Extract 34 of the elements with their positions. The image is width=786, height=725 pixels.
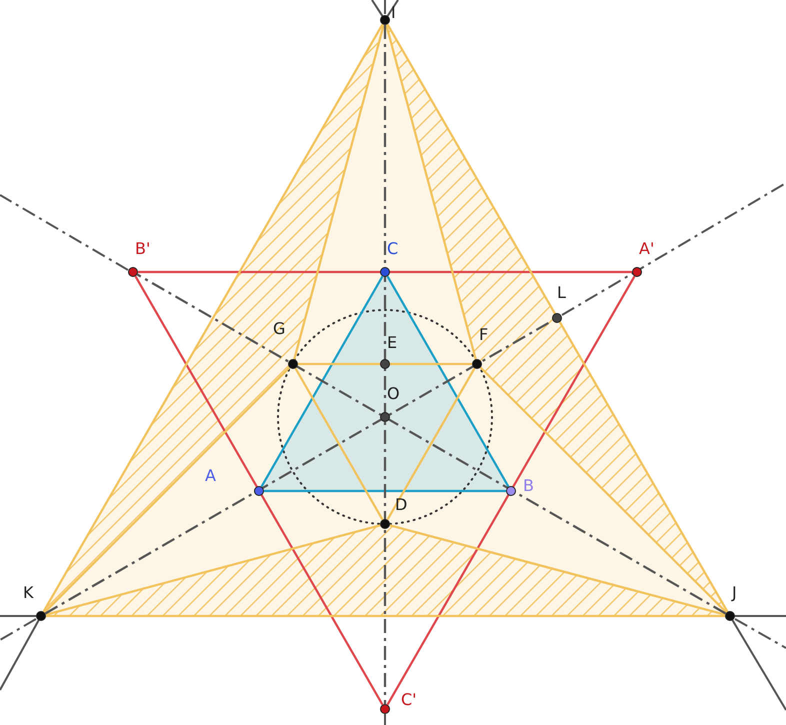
line-segment bbox=[293, 24, 385, 360]
line-segment bbox=[46, 524, 380, 616]
line-segment bbox=[42, 24, 384, 612]
line-segment bbox=[44, 366, 290, 614]
point-label: B' bbox=[135, 240, 150, 258]
axis-line bbox=[136, 274, 726, 614]
axis-line bbox=[384, 25, 386, 704]
point-label: A bbox=[205, 467, 216, 485]
point-label: F bbox=[479, 326, 488, 344]
line-segment bbox=[386, 24, 728, 612]
line-segment bbox=[480, 366, 728, 614]
line-segment bbox=[134, 276, 384, 706]
line-segment bbox=[386, 276, 636, 706]
point-label: B bbox=[523, 477, 534, 495]
line-segment bbox=[46, 614, 725, 618]
line-segment bbox=[294, 368, 384, 520]
point-label: C' bbox=[401, 691, 417, 709]
line-segment bbox=[298, 362, 472, 366]
point-label: E bbox=[387, 334, 398, 352]
point-label: A' bbox=[639, 240, 654, 258]
point-label: C bbox=[387, 240, 398, 258]
line-segment bbox=[390, 524, 726, 616]
point-label: J bbox=[732, 584, 737, 602]
line-segment bbox=[138, 270, 632, 274]
line-segment bbox=[386, 368, 476, 520]
line-segment bbox=[260, 276, 384, 488]
line-segment bbox=[386, 276, 510, 488]
point-label: K bbox=[23, 584, 34, 602]
point-label: I bbox=[391, 4, 396, 22]
point-label: D bbox=[395, 496, 408, 514]
line-segment bbox=[385, 24, 477, 360]
line-segment bbox=[264, 490, 506, 492]
point-label: O bbox=[387, 385, 400, 403]
point-label: L bbox=[557, 284, 566, 302]
